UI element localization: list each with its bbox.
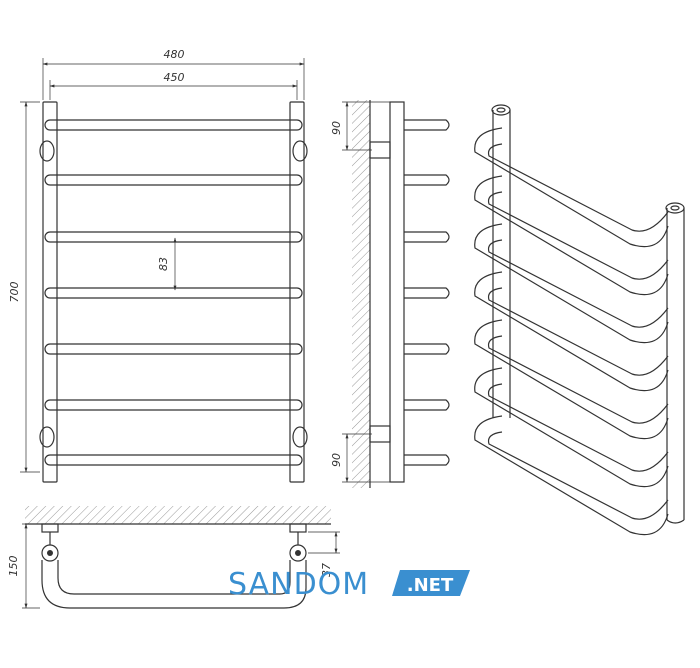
front-bar xyxy=(44,343,303,355)
isometric-bar xyxy=(487,239,669,328)
dimension-bracket-offset: 37 xyxy=(308,531,340,577)
front-view: 480 450 700 83 xyxy=(8,48,308,483)
label-bar-pitch: 83 xyxy=(157,257,170,271)
isometric-bar xyxy=(474,175,669,296)
side-bar xyxy=(404,231,450,243)
isometric-bar xyxy=(487,431,669,520)
front-bar xyxy=(44,174,303,186)
isometric-bars xyxy=(474,127,669,536)
dimension-bottom-offset: 90 xyxy=(330,433,390,483)
isometric-bar xyxy=(487,383,669,472)
isometric-bar xyxy=(487,143,669,232)
isometric-bar xyxy=(474,367,669,488)
isometric-bar xyxy=(487,335,669,424)
side-post xyxy=(389,101,405,483)
dimension-depth: 150 xyxy=(7,523,40,609)
top-view: 150 37 xyxy=(7,506,340,609)
wall-top-section xyxy=(25,506,331,524)
side-bar xyxy=(404,287,450,299)
dimension-height: 700 xyxy=(8,101,40,473)
side-view: 90 90 xyxy=(330,100,450,488)
side-bar xyxy=(404,174,450,186)
front-bar xyxy=(44,119,303,131)
watermark-name: SANDOM xyxy=(228,567,369,602)
label-overall-width: 480 xyxy=(164,48,185,61)
side-bar xyxy=(404,343,450,355)
right-post xyxy=(289,101,305,483)
isometric-bar xyxy=(474,415,669,536)
isometric-bar xyxy=(474,127,669,248)
label-top-offset: 90 xyxy=(330,121,343,135)
isometric-bar xyxy=(474,271,669,392)
isometric-bar xyxy=(487,287,669,376)
label-inner-width: 450 xyxy=(164,71,185,84)
left-post xyxy=(42,101,58,483)
wall-section xyxy=(352,100,370,488)
watermark-logo: SANDOM .NET xyxy=(228,567,470,602)
front-bar xyxy=(44,454,303,466)
label-bracket-offset: 37 xyxy=(320,563,333,577)
side-bar xyxy=(404,119,450,131)
front-bar xyxy=(44,287,303,299)
dimension-bar-pitch: 83 xyxy=(157,237,177,291)
dimension-inner-width: 450 xyxy=(49,71,298,100)
label-bottom-offset: 90 xyxy=(330,453,343,467)
dimension-top-offset: 90 xyxy=(330,101,390,151)
watermark-badge xyxy=(392,570,470,596)
side-bar xyxy=(404,399,450,411)
isometric-view xyxy=(474,104,685,536)
isometric-bar xyxy=(474,223,669,344)
front-bar xyxy=(44,399,303,411)
dimension-overall-width: 480 xyxy=(42,48,305,100)
side-bar xyxy=(404,454,450,466)
front-mounts xyxy=(39,140,308,448)
isometric-bar xyxy=(487,191,669,280)
label-depth: 150 xyxy=(7,556,20,577)
side-bars xyxy=(404,119,450,466)
watermark-suffix: .NET xyxy=(407,575,454,596)
label-height: 700 xyxy=(8,282,21,303)
isometric-bar xyxy=(474,319,669,440)
front-bars xyxy=(44,119,303,466)
front-bar xyxy=(44,231,303,243)
